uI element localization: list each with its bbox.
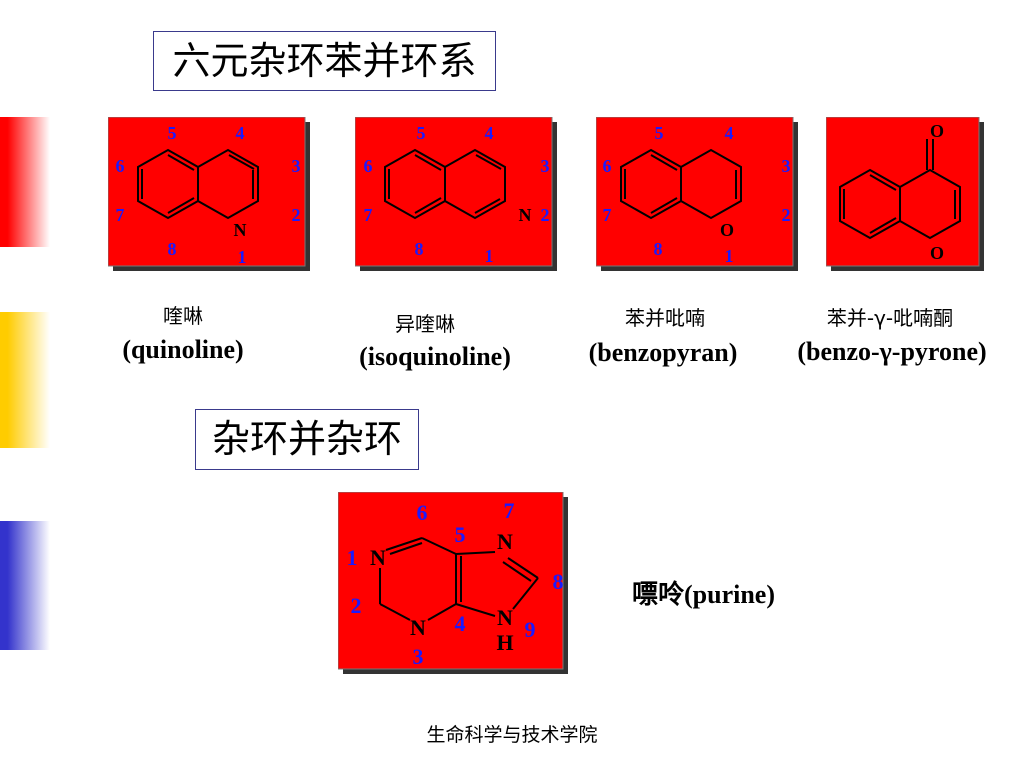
position-6: 6 bbox=[364, 156, 373, 176]
position-3: 3 bbox=[292, 156, 301, 176]
quinoline-structure: 5 4 6 3 7 2 8 1 N bbox=[108, 117, 311, 272]
position-9: 9 bbox=[525, 617, 536, 642]
quinoline-cn-name: 喹啉 bbox=[163, 304, 203, 328]
position-8: 8 bbox=[168, 239, 177, 259]
position-4: 4 bbox=[485, 123, 494, 143]
n9-atom: N bbox=[497, 605, 513, 630]
position-1: 1 bbox=[725, 246, 734, 266]
position-7: 7 bbox=[364, 205, 373, 225]
position-2: 2 bbox=[351, 593, 362, 618]
oxygen-atom: O bbox=[720, 220, 734, 240]
decor-bar-yellow bbox=[0, 312, 50, 448]
benzopyran-cn-name: 苯并吡喃 bbox=[625, 306, 705, 330]
benzopyrone-structure: O O bbox=[826, 117, 986, 272]
position-6: 6 bbox=[116, 156, 125, 176]
position-5: 5 bbox=[417, 123, 426, 143]
section-title-hetero-fused: 杂环并杂环 bbox=[195, 409, 419, 470]
isoquinoline-en-name: (isoquinoline) bbox=[359, 342, 511, 371]
position-7: 7 bbox=[504, 498, 515, 523]
decor-bar-red bbox=[0, 117, 50, 247]
position-8: 8 bbox=[553, 569, 564, 594]
h9-atom: H bbox=[496, 630, 513, 655]
position-4: 4 bbox=[725, 123, 734, 143]
position-1: 1 bbox=[347, 545, 358, 570]
n1-atom: N bbox=[370, 545, 386, 570]
position-5: 5 bbox=[655, 123, 664, 143]
position-8: 8 bbox=[415, 239, 424, 259]
nitrogen-atom: N bbox=[234, 220, 247, 240]
n3-atom: N bbox=[410, 615, 426, 640]
purine-name: 嘌呤(purine) bbox=[632, 580, 776, 609]
footer-institution: 生命科学与技术学院 bbox=[426, 724, 598, 746]
position-3: 3 bbox=[413, 644, 424, 669]
position-4: 4 bbox=[236, 123, 245, 143]
position-1: 1 bbox=[485, 246, 494, 266]
position-3: 3 bbox=[541, 156, 550, 176]
isoquinoline-structure: 5 4 6 3 7 2 8 1 N bbox=[355, 117, 558, 272]
position-7: 7 bbox=[116, 205, 125, 225]
benzopyran-en-name: (benzopyran) bbox=[588, 338, 738, 367]
n7-atom: N bbox=[497, 529, 513, 554]
benzopyran-structure: 5 4 6 3 7 2 8 1 O bbox=[596, 117, 799, 272]
isoquinoline-cn-name: 异喹啉 bbox=[395, 312, 455, 336]
position-3: 3 bbox=[782, 156, 791, 176]
nitrogen-atom: N bbox=[519, 205, 532, 225]
position-5: 5 bbox=[168, 123, 177, 143]
position-6: 6 bbox=[603, 156, 612, 176]
position-2: 2 bbox=[292, 205, 301, 225]
purine-structure: 6 7 5 1 8 2 4 9 3 N N N N H bbox=[338, 492, 570, 676]
position-7: 7 bbox=[603, 205, 612, 225]
benzopyrone-cn-name: 苯并-γ-吡喃酮 bbox=[826, 306, 954, 330]
position-4: 4 bbox=[455, 611, 466, 636]
position-2: 2 bbox=[782, 205, 791, 225]
carbonyl-oxygen-atom: O bbox=[930, 121, 944, 141]
position-5: 5 bbox=[455, 522, 466, 547]
ring-oxygen-atom: O bbox=[930, 243, 944, 263]
section-title-benzo-fused: 六元杂环苯并环系 bbox=[153, 31, 496, 91]
position-6: 6 bbox=[417, 500, 428, 525]
decor-bar-blue bbox=[0, 521, 50, 650]
position-2: 2 bbox=[541, 205, 550, 225]
benzopyrone-en-name: (benzo-γ-pyrone) bbox=[797, 337, 987, 366]
position-8: 8 bbox=[654, 239, 663, 259]
quinoline-en-name: (quinoline) bbox=[122, 335, 244, 364]
position-1: 1 bbox=[238, 247, 247, 267]
